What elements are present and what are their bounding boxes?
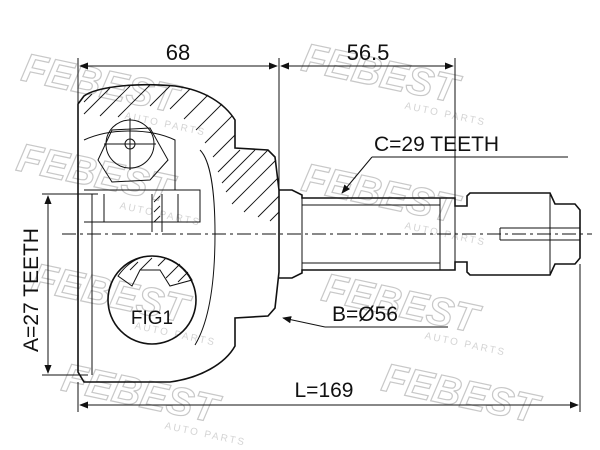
dim-outer-spline: C=29 TEETH xyxy=(341,133,568,194)
inner-race-band xyxy=(84,189,201,223)
watermark-7: FEBEST AUTO PARTS xyxy=(58,355,247,449)
svg-text:FEBEST: FEBEST xyxy=(378,356,545,433)
housing-outline xyxy=(77,83,280,383)
cage-window xyxy=(97,127,169,183)
ball-detail xyxy=(97,118,169,183)
fig1-detail: FIG1 xyxy=(107,255,197,345)
race-hatching xyxy=(153,195,161,223)
housing-hatching xyxy=(83,84,280,222)
seal-diameter-label: B=Ø56 xyxy=(332,303,398,326)
fig1-spline-section xyxy=(117,255,193,287)
fig1-hatching xyxy=(129,257,189,283)
watermark-3: FEBEST AUTO PARTS xyxy=(13,135,202,229)
total-length-label: L=169 xyxy=(295,379,354,402)
svg-text:FEBEST: FEBEST xyxy=(18,46,185,123)
dim-total-length: L=169 xyxy=(77,264,581,412)
dim-housing-length: 68 xyxy=(77,40,280,190)
dim-seal-diameter: B=Ø56 xyxy=(282,303,448,328)
inner-spline-label: A=27 TEETH xyxy=(20,228,43,352)
watermark-4: FEBEST AUTO PARTS xyxy=(298,155,487,249)
stub-shaft xyxy=(279,189,581,279)
shaft-outline xyxy=(279,189,581,279)
end-hole xyxy=(499,227,580,241)
outer-spline-label: C=29 TEETH xyxy=(374,133,499,156)
outer-spline-leader xyxy=(341,156,373,194)
watermark-2: FEBEST AUTO PARTS xyxy=(298,35,487,129)
housing-inner-curve xyxy=(194,149,216,346)
dim-565-label: 56.5 xyxy=(347,40,390,65)
watermark-8: FEBEST xyxy=(378,355,546,433)
dim-inner-spline: A=27 TEETH xyxy=(20,193,98,376)
housing xyxy=(77,83,280,383)
dim-68-label: 68 xyxy=(166,40,190,65)
svg-text:FEBEST: FEBEST xyxy=(58,356,225,433)
dim-shaft-length: 56.5 xyxy=(280,40,456,198)
inner-cavity-top xyxy=(83,130,176,190)
watermark-group: FEBEST AUTO PARTS FEBEST AUTO PARTS FEBE… xyxy=(13,35,546,449)
fig1-label: FIG1 xyxy=(131,308,173,329)
seal-leader xyxy=(282,316,326,328)
